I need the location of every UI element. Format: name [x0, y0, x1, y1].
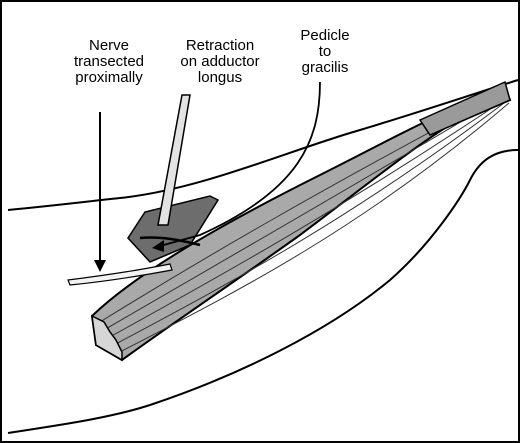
- label-line: transected: [54, 54, 164, 70]
- label-line: on adductor: [160, 54, 280, 70]
- label-line: Retraction: [160, 38, 280, 54]
- label-retraction: Retraction on adductor longus: [160, 38, 280, 86]
- label-line: Pedicle: [290, 28, 360, 44]
- label-line: longus: [160, 70, 280, 86]
- label-line: gracilis: [290, 60, 360, 76]
- label-nerve-transected: Nerve transected proximally: [54, 38, 164, 86]
- label-line: proximally: [54, 70, 164, 86]
- label-line: to: [290, 44, 360, 60]
- label-pedicle: Pedicle to gracilis: [290, 28, 360, 76]
- label-line: Nerve: [54, 38, 164, 54]
